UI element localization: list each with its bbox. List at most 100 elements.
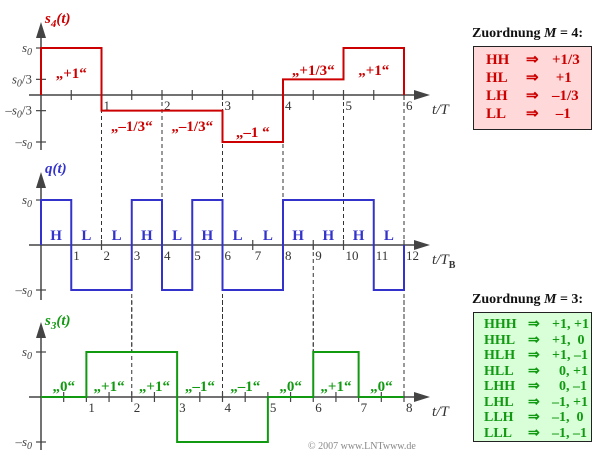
mapping-m3-arrow-icon: ⇒ <box>528 425 540 441</box>
mapping-m4-row: HH ⇒ +1/3 <box>486 51 591 69</box>
mapping-m3-row: HLL⇒ 0, +1 <box>484 364 591 380</box>
q-bit-label: L <box>172 228 182 244</box>
s4-x-axis-title: t/T <box>432 102 450 118</box>
mapping-m3-row: LHH⇒ 0, –1 <box>484 379 591 395</box>
mapping-m3-value: 0, +1 <box>552 363 588 379</box>
s3-y-arrow-icon <box>36 322 46 338</box>
s4-x-arrow-icon <box>414 90 430 100</box>
q-x-tick-label: 11 <box>376 248 389 263</box>
mapping-m3-value: 0, –1 <box>552 379 587 394</box>
mapping-m4-key: HL <box>486 70 508 86</box>
s3-y-tick-label: s0 <box>22 344 32 362</box>
q-x-tick-label: 9 <box>315 248 322 263</box>
q-bit-label: H <box>292 228 304 244</box>
s3-x-axis-title: t/T <box>432 404 450 420</box>
mapping-m3-value: –1, –1 <box>552 425 587 441</box>
mapping-m3-row: HLH ⇒ +1, –1 <box>484 348 591 364</box>
mapping-m4-value: –1/3 <box>552 88 579 104</box>
mapping-m4-key: LH <box>486 88 508 104</box>
s4-x-tick-label: 6 <box>406 98 413 113</box>
s3-y-tick-label: –s0 <box>14 434 32 452</box>
mapping-m3-arrow-icon: ⇒ <box>528 348 540 363</box>
s3-segment-label: „+1“ <box>139 379 171 395</box>
mapping-m4-value: –1 <box>552 106 571 122</box>
mapping-m3-key: HHL <box>484 332 516 348</box>
mapping-m4-row: LH ⇒ –1/3 <box>486 87 591 105</box>
s3-segment-label: „+1“ <box>320 379 352 395</box>
mapping-m3-arrow-icon: ⇒ <box>528 410 540 425</box>
s3-x-tick-label: 2 <box>134 400 141 415</box>
mapping-m3-key: LHL <box>484 394 514 410</box>
q-x-tick-label: 12 <box>406 248 419 263</box>
s4-y-tick-label: –s0/3 <box>4 103 32 121</box>
s4-segment-label: „+1“ <box>358 63 390 79</box>
mapping-m3-arrow-icon: ⇒ <box>528 317 540 332</box>
s3-segment-label: „0“ <box>52 379 75 395</box>
q-x-tick-label: 10 <box>346 248 359 263</box>
s4-segment-label: „+1“ <box>56 66 88 82</box>
q-x-tick-label: 7 <box>255 248 262 263</box>
q-x-tick-label: 2 <box>104 248 111 263</box>
s3-x-tick-label: 6 <box>315 400 322 415</box>
s3-x-tick-label: 5 <box>270 400 277 415</box>
mapping-m3-key: LLL <box>484 425 513 441</box>
mapping-m4-row: HL ⇒ +1 <box>486 69 591 87</box>
q-x-axis-title: t/TB <box>432 252 456 271</box>
s3-x-tick-label: 3 <box>179 400 186 415</box>
s4-segment-label: „–1/3“ <box>171 119 213 135</box>
s3-segment-label: „–1“ <box>230 379 261 395</box>
s4-y-tick-label: –s0 <box>14 134 32 152</box>
s4-x-tick-label: 5 <box>346 98 353 113</box>
q-y-arrow-icon <box>36 172 46 188</box>
q-x-arrow-icon <box>414 240 430 250</box>
q-bit-label: L <box>112 228 122 244</box>
s3-x-arrow-icon <box>414 392 430 402</box>
mapping-m4-row: LL⇒ –1 <box>486 105 591 123</box>
s4-x-tick-label: 2 <box>164 98 171 113</box>
mapping-m3-key: LHH <box>484 379 516 394</box>
mapping-m3-row: LLL ⇒ –1, –1 <box>484 426 591 442</box>
mapping-m4-key: HH <box>486 52 510 68</box>
q-bit-label: H <box>50 228 62 244</box>
q-bit-label: H <box>202 228 214 244</box>
q-title: q(t) <box>45 161 67 177</box>
q-y-tick-label: s0 <box>22 192 32 210</box>
mapping-m3-row: LLH⇒–1, 0 <box>484 410 591 426</box>
mapping-m4-arrow-icon: ⇒ <box>526 70 539 86</box>
q-waveform <box>40 199 405 291</box>
mapping-m3-value: +1, –1 <box>552 348 588 363</box>
s3-x-tick-label: 8 <box>406 400 413 415</box>
s3-waveform <box>41 351 404 443</box>
mapping-m4-arrow-icon: ⇒ <box>526 52 539 68</box>
q-x-tick-label: 3 <box>134 248 141 263</box>
mapping-m3-key: HLH <box>484 348 516 363</box>
s4-segment-label: „+1/3“ <box>292 63 335 79</box>
s4-x-tick-label: 1 <box>104 98 111 113</box>
mapping-m4-value: +1 <box>552 70 572 86</box>
s3-segment-label: „–1“ <box>185 379 216 395</box>
q-x-tick-label: 6 <box>225 248 232 263</box>
q-x-tick-label: 1 <box>73 248 80 263</box>
s4-x-tick-label: 3 <box>225 98 232 113</box>
mapping-m3-value: –1, 0 <box>552 410 584 425</box>
q-bit-label: L <box>81 228 91 244</box>
mapping-m3-arrow-icon: ⇒ <box>528 394 540 410</box>
s4-waveform <box>40 47 405 143</box>
mapping-m4-key: LL <box>486 106 507 122</box>
mapping-m4-title: Zuordnung M = 4: <box>472 26 584 41</box>
mapping-m3-value: +1, 0 <box>552 332 585 348</box>
mapping-m4-arrow-icon: ⇒ <box>526 88 539 104</box>
s3-segment-label: „+1“ <box>94 379 126 395</box>
mapping-m4-value: +1/3 <box>552 52 580 68</box>
s4-y-tick-label: s0 <box>22 40 32 58</box>
mapping-m3-row: LHL ⇒ –1, +1 <box>484 395 591 411</box>
mapping-m3-title: Zuordnung M = 3: <box>472 292 584 307</box>
s3-x-tick-label: 7 <box>361 400 368 415</box>
s3-x-tick-label: 4 <box>225 400 232 415</box>
mapping-m3-value: –1, +1 <box>552 394 588 410</box>
copyright: © 2007 www.LNTwww.de <box>308 441 416 452</box>
mapping-m3-arrow-icon: ⇒ <box>528 332 540 348</box>
q-y-tick-label: –s0 <box>14 282 32 300</box>
